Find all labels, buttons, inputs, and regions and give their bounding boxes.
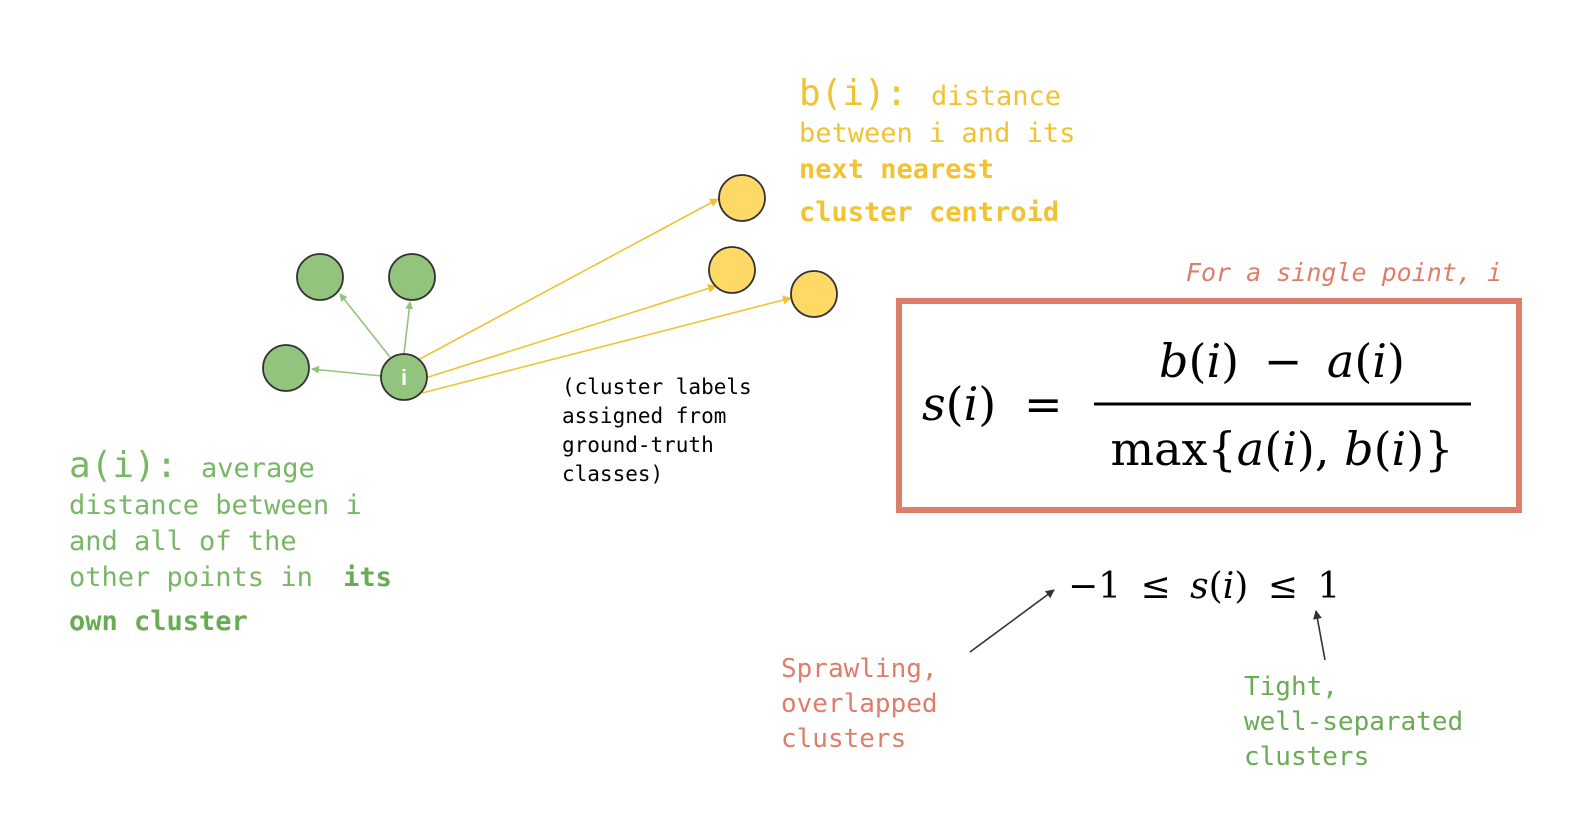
a-label-line3: and all of the (69, 526, 297, 557)
a-label-line1: a(i): average (69, 445, 315, 486)
b-label-line1-rest: distance (931, 81, 1061, 112)
silhouette-formula: s(i) = b(i) − a(i) max{a(i), b(i)} (922, 334, 1471, 476)
a-label: a(i): average distance between i and all… (69, 445, 392, 637)
range-i: i (1223, 566, 1235, 607)
own-cluster-point-3 (262, 344, 310, 392)
point-i-label: i (401, 365, 407, 390)
formula-equals: = (1024, 377, 1063, 431)
high-label-line-3: clusters (1244, 742, 1369, 772)
num-minus: − (1264, 334, 1303, 388)
num-close-2: ) (1387, 334, 1405, 388)
den-i-2: i (1392, 422, 1407, 476)
den-open-1: ( (1264, 422, 1282, 476)
high-label-line-2: well-separated (1244, 707, 1463, 737)
den-max: max (1111, 422, 1208, 476)
note-line-4: classes) (562, 462, 663, 486)
range-open: ( (1209, 566, 1223, 607)
low-label-line-3: clusters (781, 724, 906, 754)
next-cluster-point-3 (790, 270, 838, 318)
formula-denominator: max{a(i), b(i)} (1111, 422, 1454, 476)
b-label-line3: next nearest (799, 154, 994, 185)
den-close-1: ), (1297, 422, 1330, 476)
b-label-line4: cluster centroid (799, 197, 1059, 228)
own-cluster-point-1 (296, 253, 344, 301)
note-line-1: (cluster labels (562, 375, 752, 399)
num-i-1: i (1206, 334, 1221, 388)
range-s: s (1190, 566, 1208, 607)
formula-lhs-s: s (922, 377, 946, 431)
high-label: Tight, well-separated clusters (1244, 672, 1463, 772)
low-label: Sprawling, overlapped clusters (781, 654, 938, 754)
range-inequality: −1 ≤ s(i) ≤ 1 (1068, 566, 1340, 607)
den-open-2: ( (1374, 422, 1392, 476)
den-brace-open: { (1208, 422, 1237, 476)
note-line-2: assigned from (562, 404, 726, 428)
num-close-1: ) (1221, 334, 1239, 388)
arrow-to-neighbor-2 (403, 301, 414, 355)
den-i-1: i (1282, 422, 1297, 476)
formula-numerator: b(i) − a(i) (1159, 334, 1405, 388)
num-b: b (1159, 334, 1188, 388)
low-label-line-1: Sprawling, (781, 654, 938, 684)
next-cluster-point-1 (718, 174, 766, 222)
den-a: a (1237, 422, 1264, 476)
arrow-to-next-cluster-1 (417, 198, 719, 361)
num-open-2: ( (1354, 334, 1372, 388)
ground-truth-note: (cluster labels assigned from ground-tru… (562, 375, 752, 486)
den-brace-close: } (1424, 422, 1453, 476)
note-line-3: ground-truth (562, 433, 714, 457)
a-label-head: a(i): (69, 445, 177, 486)
range-close: ) (1234, 566, 1248, 607)
formula-lhs-close: ) (978, 377, 996, 431)
range-minus-one: −1 (1068, 566, 1121, 607)
range-leq-1: ≤ (1141, 566, 1171, 607)
formula-caption: For a single point, i (1186, 258, 1502, 287)
next-cluster-point-2 (708, 246, 756, 294)
arrow-to-one (1313, 610, 1326, 661)
a-label-line4-plain: other points in (69, 562, 313, 593)
b-label-line1: b(i): distance (799, 73, 1061, 114)
den-b: b (1344, 422, 1373, 476)
range-one: 1 (1317, 566, 1340, 607)
high-label-line-1: Tight, (1244, 672, 1338, 702)
arrow-to-next-cluster-2 (421, 284, 717, 380)
b-label-head: b(i): (799, 73, 907, 114)
own-cluster-point-2 (388, 253, 436, 301)
formula-lhs-i: i (964, 377, 979, 431)
arrow-to-minus-one (969, 589, 1055, 653)
b-label-line2: between i and its (799, 118, 1075, 149)
den-close-2: ) (1406, 422, 1424, 476)
arrow-to-neighbor-3 (311, 365, 383, 377)
formula-lhs: s(i) (922, 377, 996, 431)
num-open-1: ( (1188, 334, 1206, 388)
a-label-line2: distance between i (69, 490, 362, 521)
a-label-line4-bold: its (343, 562, 392, 593)
a-label-line4: other points in its (69, 562, 392, 593)
num-i-2: i (1372, 334, 1387, 388)
range-leq-2: ≤ (1268, 566, 1298, 607)
a-label-line5: own cluster (69, 606, 248, 637)
low-label-line-2: overlapped (781, 689, 938, 719)
num-a: a (1327, 334, 1354, 388)
arrow-to-neighbor-1 (339, 293, 391, 358)
point-i (380, 353, 428, 401)
b-label: b(i): distance between i and its next ne… (799, 73, 1075, 228)
formula-lhs-open: ( (946, 377, 964, 431)
arrow-to-next-cluster-3 (421, 295, 792, 394)
a-label-line1-rest: average (201, 453, 315, 484)
